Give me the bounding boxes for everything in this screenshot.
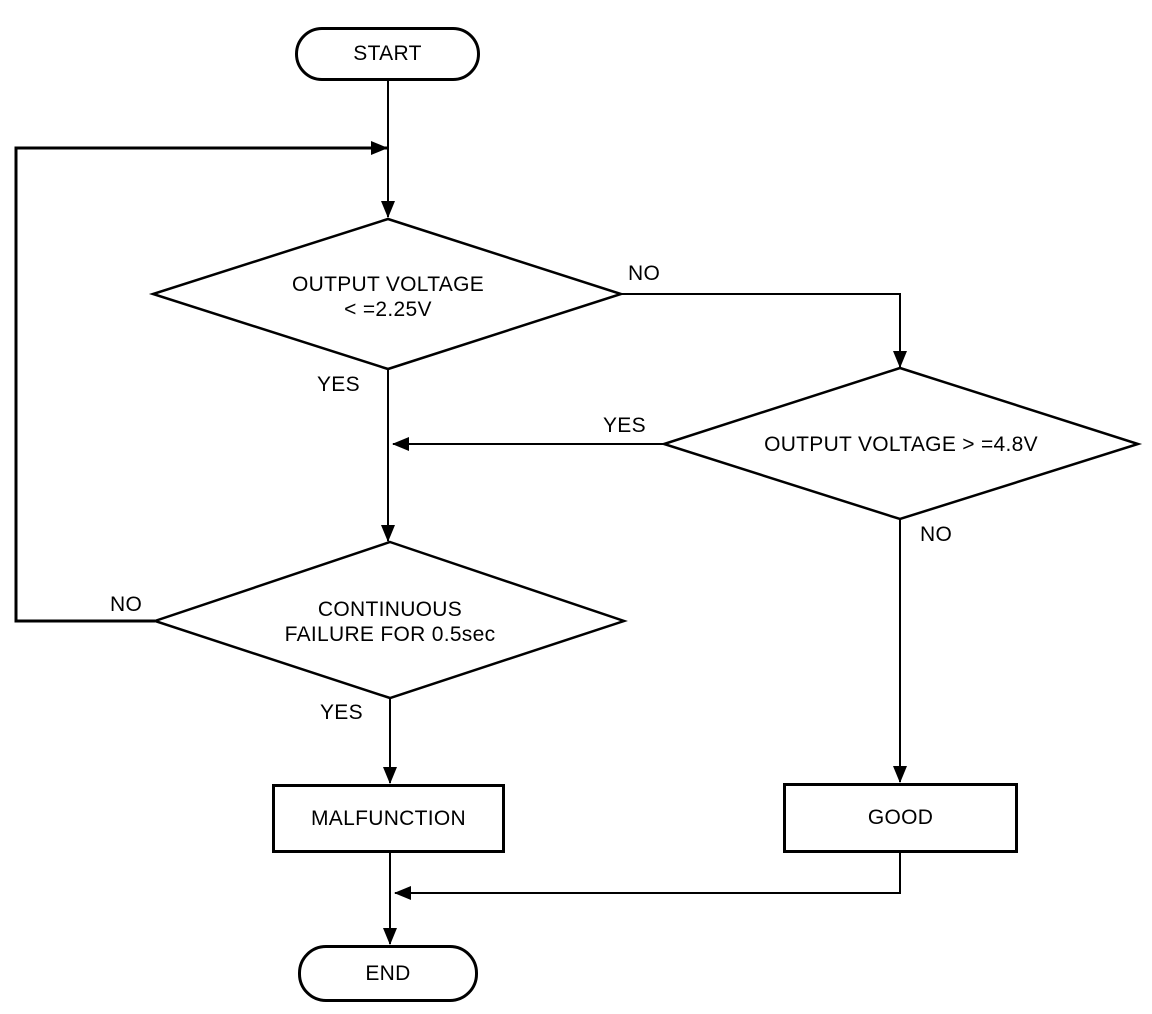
good-process-box: GOOD [783,783,1018,853]
decision-voltage-high-diamond [659,366,1143,521]
decision-continuous-failure-label: CONTINUOUS FAILURE FOR 0.5sec [284,598,496,646]
edge-label-voltage-high-no: NO [920,523,953,546]
edge-voltage-low-no-to-voltage-high [620,293,907,368]
edge-continuous-failure-no-loopback [14,141,388,623]
decision-continuous-failure-diamond [151,540,628,700]
decision-voltage-low-diamond [148,217,626,371]
start-terminal: START [295,27,480,81]
malfunction-process-box: MALFUNCTION [272,784,505,853]
edge-label-voltage-low-yes: YES [317,373,360,396]
edge-good-to-end-join [394,853,901,900]
edge-label-continuous-failure-yes: YES [320,701,363,724]
end-terminal: END [298,945,478,1002]
edge-label-voltage-high-yes: YES [603,414,646,437]
edge-label-continuous-failure-no: NO [110,593,143,616]
decision-voltage-low-label: OUTPUT VOLTAGE < =2.25V [291,273,485,321]
edge-label-voltage-low-no: NO [628,262,661,285]
decision-voltage-high-label: OUTPUT VOLTAGE > =4.8V [764,433,1038,456]
